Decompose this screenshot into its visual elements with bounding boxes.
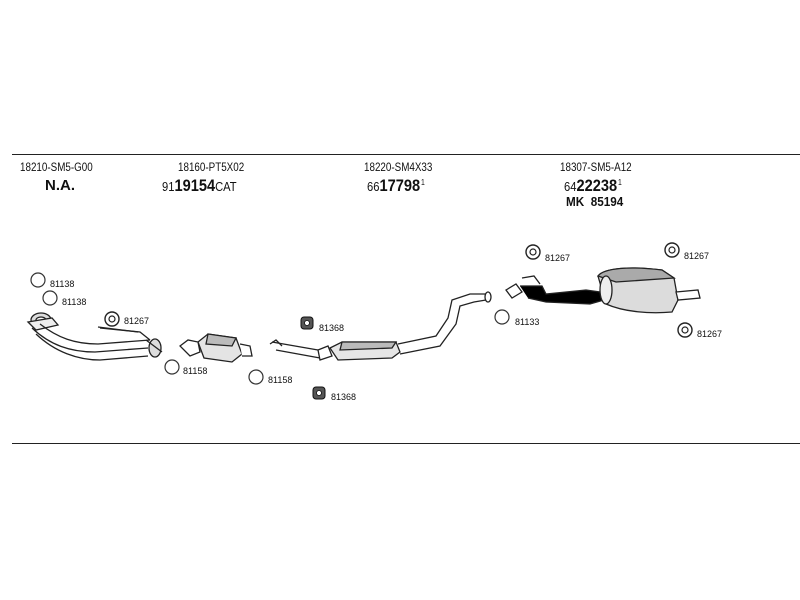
rear-muffler-assembly: [505, 267, 701, 314]
hardware-label: 81158: [268, 375, 292, 385]
reference-superscript: 1: [420, 178, 425, 187]
mounting-kit-number: 85194: [590, 194, 624, 209]
rubber-hanger-icon: [312, 386, 326, 400]
part-number-middle-pipe: 18220-SM4X33: [364, 160, 433, 174]
reference-rear-muffler: 64222381: [564, 176, 622, 196]
reference-prefix: 66: [367, 179, 380, 194]
hardware-label: 81267: [545, 253, 570, 263]
reference-superscript: 1: [617, 178, 622, 187]
mounting-kit-reference: MK 85194: [566, 194, 623, 209]
reference-main: 17798: [379, 176, 421, 195]
top-divider-line: [12, 154, 800, 155]
hardware-label: 81368: [331, 392, 356, 402]
reference-main: 19154: [174, 176, 216, 195]
reference-suffix: CAT: [215, 179, 237, 194]
gasket-ring-icon: [42, 290, 58, 306]
reference-prefix: 64: [564, 179, 577, 194]
front-pipe: [26, 312, 163, 361]
gasket-ring-icon: [494, 309, 510, 325]
reference-front-pipe: N.A.: [45, 177, 75, 194]
hardware-label: 81368: [319, 323, 344, 333]
gasket-icon: [677, 322, 693, 338]
gasket-ring-icon: [248, 369, 264, 385]
hardware-label: 81267: [697, 329, 722, 339]
part-number-catalytic-converter: 18160-PT5X02: [178, 160, 245, 174]
part-number-rear-muffler: 18307-SM5-A12: [560, 160, 632, 174]
reference-prefix: 91: [162, 179, 175, 194]
hardware-label: 81267: [124, 316, 149, 326]
gasket-ring-icon: [164, 359, 180, 375]
catalytic-converter: [179, 333, 253, 363]
hardware-label: 81138: [62, 297, 86, 307]
gasket-icon: [664, 242, 680, 258]
reference-catalytic-converter: 9119154CAT: [162, 176, 237, 196]
hardware-label: 81267: [684, 251, 709, 261]
hardware-label: 81138: [50, 279, 74, 289]
gasket-ring-icon: [30, 272, 46, 288]
hardware-label: 81158: [183, 366, 207, 376]
reference-main: 22238: [576, 176, 618, 195]
reference-middle-pipe: 66177981: [367, 176, 425, 196]
gasket-icon: [104, 311, 120, 327]
mounting-kit-prefix: MK: [566, 194, 585, 209]
rubber-hanger-icon: [300, 316, 314, 330]
part-number-front-pipe: 18210-SM5-G00: [20, 160, 93, 174]
hardware-label: 81133: [515, 317, 539, 327]
bottom-divider-line: [12, 443, 800, 444]
gasket-icon: [525, 244, 541, 260]
middle-pipe: [269, 291, 492, 361]
